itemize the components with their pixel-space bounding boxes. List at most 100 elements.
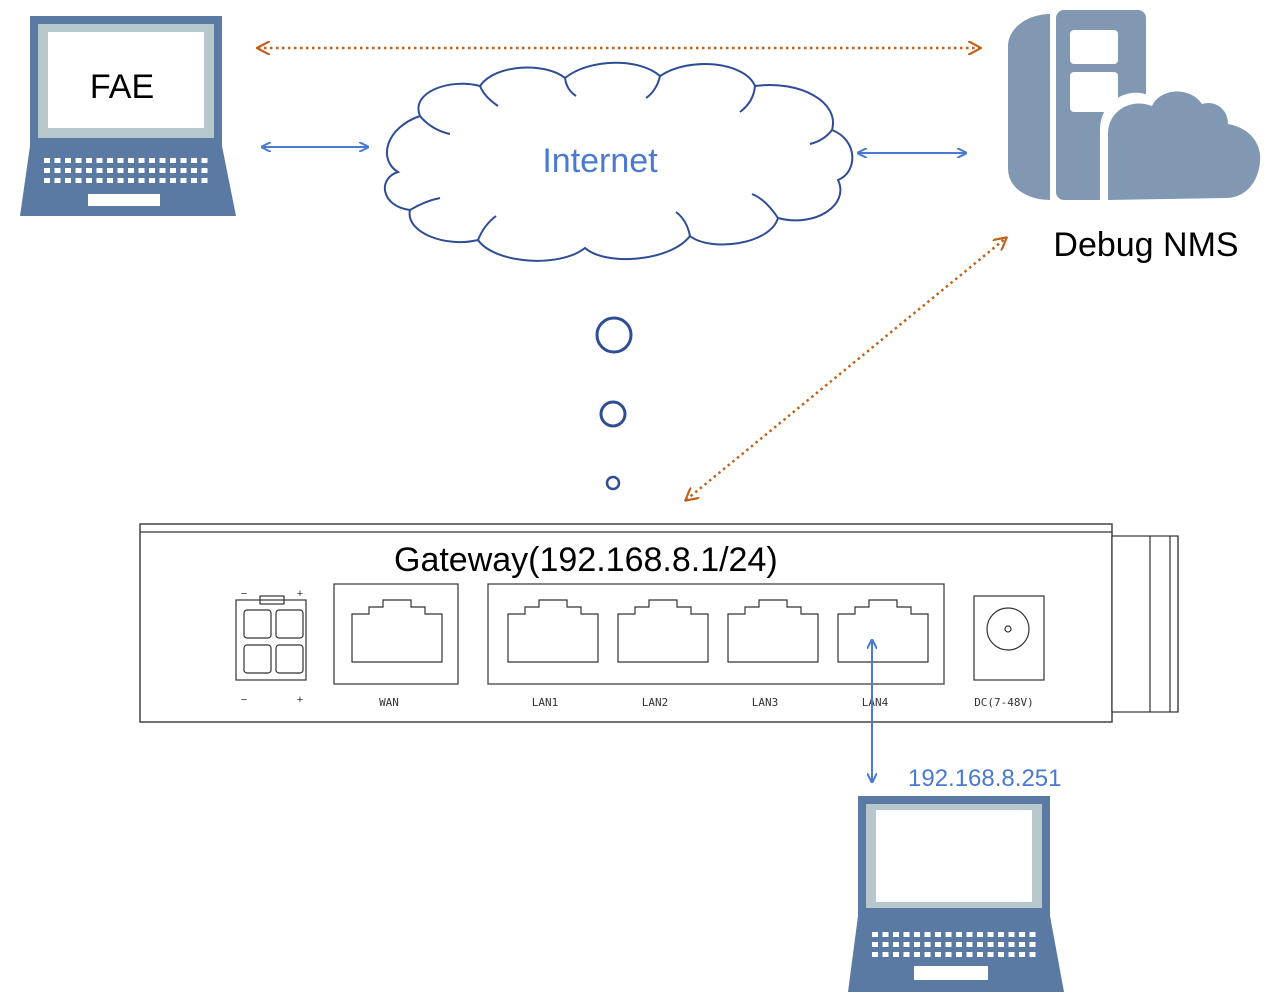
port-label-lan1: LAN1 (532, 696, 559, 709)
keyboard-key (201, 168, 208, 173)
keyboard-key (54, 168, 61, 173)
keyboard-key (903, 932, 910, 937)
keyboard-key (987, 942, 994, 947)
keyboard-key (65, 178, 71, 183)
keyboard-key (138, 178, 145, 183)
keyboard-key (914, 942, 920, 947)
keyboard-key (117, 178, 124, 183)
power-plus-top: + (297, 588, 303, 600)
keyboard-key (191, 158, 197, 163)
keyboard-key (945, 932, 952, 937)
keyboard-key (128, 158, 134, 163)
rj45-port-lan3 (727, 599, 819, 663)
keyboard-key (86, 158, 92, 163)
keyboard-key (107, 158, 113, 163)
keyboard-key (872, 942, 878, 947)
keyboard-key (1008, 942, 1015, 947)
keyboard-key (75, 178, 82, 183)
power-minus-top: − (241, 588, 247, 600)
keyboard-key (914, 952, 920, 957)
client-laptop-icon (848, 796, 1064, 992)
keyboard-key (75, 158, 82, 163)
wan-port-frame (333, 583, 459, 685)
lan-port-frame (487, 583, 945, 685)
keyboard-key (54, 178, 61, 183)
keyboard-key (201, 158, 208, 163)
keyboard-key (1008, 952, 1015, 957)
keyboard-key (170, 158, 176, 163)
keyboard-key (170, 178, 176, 183)
keyboard-key (44, 158, 50, 163)
keyboard-key (998, 952, 1004, 957)
keyboard-key (1008, 932, 1015, 937)
connection-dots (595, 316, 633, 491)
keyboard-key (924, 952, 931, 957)
debug-nms-label: Debug NMS (1053, 226, 1238, 264)
keyboard-key (882, 932, 889, 937)
keyboard-key (987, 952, 994, 957)
keyboard-key (924, 932, 931, 937)
keyboard-key (893, 942, 899, 947)
keyboard-key (956, 942, 962, 947)
keyboard-key (138, 158, 145, 163)
keyboard-key (1029, 942, 1036, 947)
power-terminal (235, 595, 307, 681)
keyboard-key (180, 178, 187, 183)
keyboard-key (1029, 952, 1036, 957)
fae-laptop-icon: FAE (20, 16, 236, 216)
keyboard-key (903, 942, 910, 947)
debug-nms-server-cloud-icon: Debug NMS (1008, 10, 1269, 264)
rj45-port-wan (351, 599, 443, 663)
rj45-port-lan2 (617, 599, 709, 663)
dc-label: DC(7-48V) (974, 696, 1034, 709)
keyboard-key (956, 932, 962, 937)
keyboard-key (191, 168, 197, 173)
internet-label: Internet (542, 142, 658, 180)
keyboard-key (998, 942, 1004, 947)
keyboard-key (170, 168, 176, 173)
keyboard-key (882, 952, 889, 957)
keyboard-key (977, 932, 983, 937)
keyboard-key (924, 942, 931, 947)
keyboard-key (966, 942, 973, 947)
keyboard-key (44, 178, 50, 183)
gateway-device: − + − + (139, 523, 1179, 723)
rj45-port-lan1 (507, 599, 599, 663)
keyboard-key (998, 932, 1004, 937)
keyboard-key (117, 158, 124, 163)
keyboard-key (149, 168, 155, 173)
keyboard-key (1019, 942, 1025, 947)
keyboard-key (65, 168, 71, 173)
keyboard-key (96, 178, 103, 183)
keyboard-key (935, 952, 941, 957)
keyboard-key (159, 178, 166, 183)
keyboard-key (903, 952, 910, 957)
keyboard-key (117, 168, 124, 173)
keyboard-key (935, 932, 941, 937)
keyboard-key (86, 178, 92, 183)
keyboard-key (159, 168, 166, 173)
keyboard-key (128, 168, 134, 173)
keyboard-key (96, 158, 103, 163)
port-label-lan3: LAN3 (752, 696, 779, 709)
keyboard-key (180, 158, 187, 163)
keyboard-key (935, 942, 941, 947)
keyboard-key (956, 952, 962, 957)
keyboard-key (914, 932, 920, 937)
keyboard-key (945, 952, 952, 957)
keyboard-key (882, 942, 889, 947)
client-ip-label: 192.168.8.251 (908, 765, 1061, 792)
port-label-wan: WAN (379, 696, 399, 709)
port-label-lan2: LAN2 (642, 696, 669, 709)
keyboard-key (977, 942, 983, 947)
keyboard-key (191, 178, 197, 183)
keyboard-key (149, 158, 155, 163)
internet-cloud-icon: Internet (383, 61, 854, 262)
keyboard-key (1019, 932, 1025, 937)
keyboard-key (872, 932, 878, 937)
keyboard-key (128, 178, 134, 183)
keyboard-key (1019, 952, 1025, 957)
debug-link-gateway-nms (686, 238, 1006, 500)
keyboard-key (893, 932, 899, 937)
